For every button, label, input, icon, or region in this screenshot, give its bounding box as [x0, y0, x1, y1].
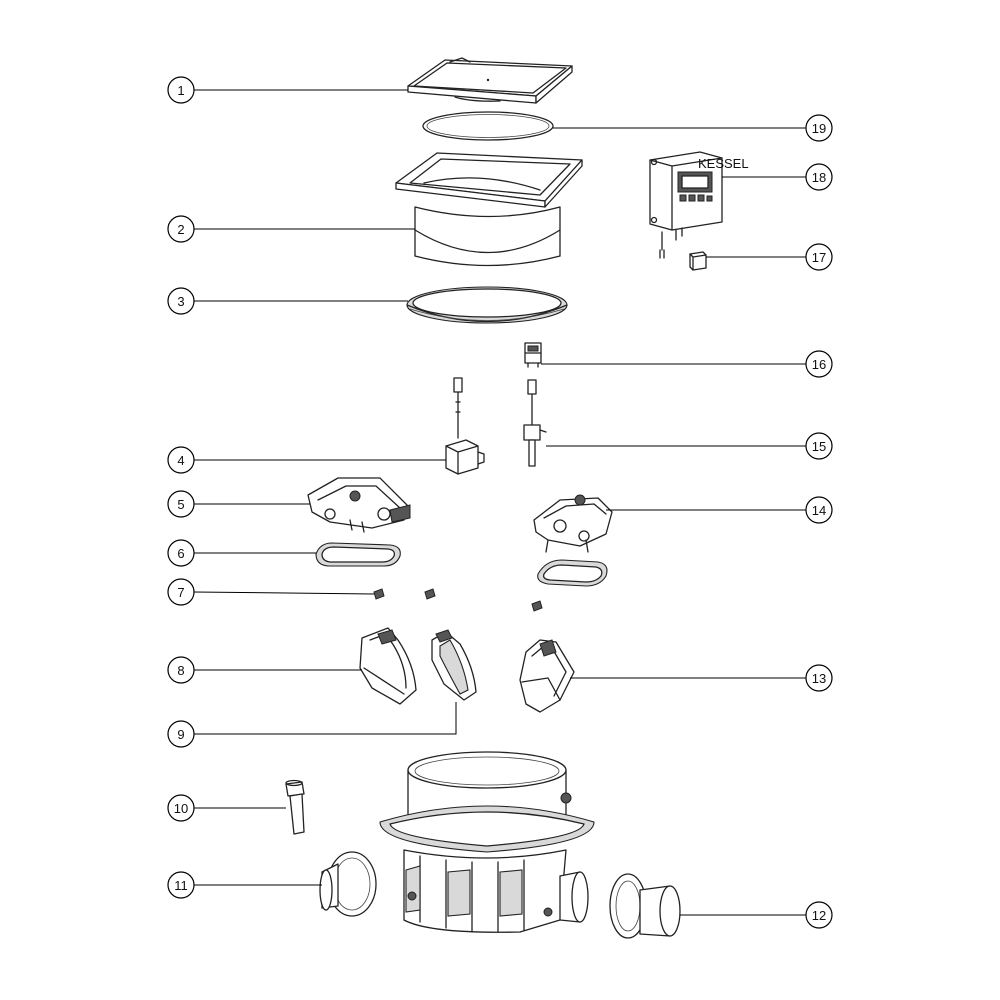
part-8-flap-housing [359, 627, 417, 705]
callout-13-label: 13 [812, 671, 826, 686]
main-body-housing [379, 751, 595, 933]
callout-16-label: 16 [812, 357, 826, 372]
callout-19: 19 [805, 114, 833, 142]
callout-2-label: 2 [177, 222, 184, 237]
callout-18: 18 [805, 163, 833, 191]
part-14-backflow-flap-right [533, 494, 613, 553]
callout-18-label: 18 [812, 170, 826, 185]
callout-8: 8 [167, 656, 195, 684]
callout-17-label: 17 [812, 250, 826, 265]
callout-2: 2 [167, 215, 195, 243]
callout-13: 13 [805, 664, 833, 692]
leader-lines [193, 89, 806, 916]
callout-12: 12 [805, 901, 833, 929]
callout-1-label: 1 [177, 83, 184, 98]
part-7-clip-screws [373, 588, 543, 612]
callout-11-label: 11 [174, 878, 188, 893]
callout-3: 3 [167, 287, 195, 315]
callout-17: 17 [805, 243, 833, 271]
part-9-flap-insert [431, 629, 477, 701]
callout-9: 9 [167, 720, 195, 748]
part-13-flap-housing-right [519, 639, 575, 713]
callout-15: 15 [805, 432, 833, 460]
callout-16: 16 [805, 350, 833, 378]
part-17-battery-module [689, 251, 707, 271]
callout-7-label: 7 [177, 585, 184, 600]
callout-4-label: 4 [177, 453, 184, 468]
part-16-sensor-connector [524, 342, 542, 368]
part-5-backflow-flap-left [307, 477, 411, 533]
callout-3-label: 3 [177, 294, 184, 309]
flap-gasket-right [537, 559, 608, 587]
callout-6-label: 6 [177, 546, 184, 561]
callout-12-label: 12 [812, 908, 826, 923]
callout-6: 6 [167, 539, 195, 567]
part-12-outlet-connector [609, 873, 681, 939]
callout-15-label: 15 [812, 439, 826, 454]
part-10-vent-pipe [285, 779, 305, 835]
part-19-seal-ring [422, 111, 554, 141]
part-6-flap-gasket-left [315, 542, 401, 567]
callout-14: 14 [805, 496, 833, 524]
callout-1: 1 [167, 76, 195, 104]
callout-10: 10 [167, 794, 195, 822]
callout-10-label: 10 [174, 801, 188, 816]
part-18-control-unit: KESSEL [649, 151, 749, 259]
callout-19-label: 19 [812, 121, 826, 136]
part-2-extension-piece [395, 152, 583, 267]
callout-4: 4 [167, 446, 195, 474]
part-number-callouts: 1 2 3 4 5 6 7 8 9 10 11 12 13 14 15 16 1… [167, 76, 833, 929]
callout-7: 7 [167, 578, 195, 606]
controller-brand-label: KESSEL [698, 156, 749, 171]
callout-5-label: 5 [177, 497, 184, 512]
callout-11: 11 [167, 871, 195, 899]
callout-5: 5 [167, 490, 195, 518]
part-15-level-probe [523, 379, 547, 467]
callout-8-label: 8 [177, 663, 184, 678]
part-1-cover-lid [407, 57, 573, 104]
callout-14-label: 14 [812, 503, 826, 518]
part-11-inlet-connector [319, 851, 377, 917]
callout-9-label: 9 [177, 727, 184, 742]
part-3-adapter-ring [406, 286, 568, 324]
part-4-sensor-unit [445, 377, 485, 475]
